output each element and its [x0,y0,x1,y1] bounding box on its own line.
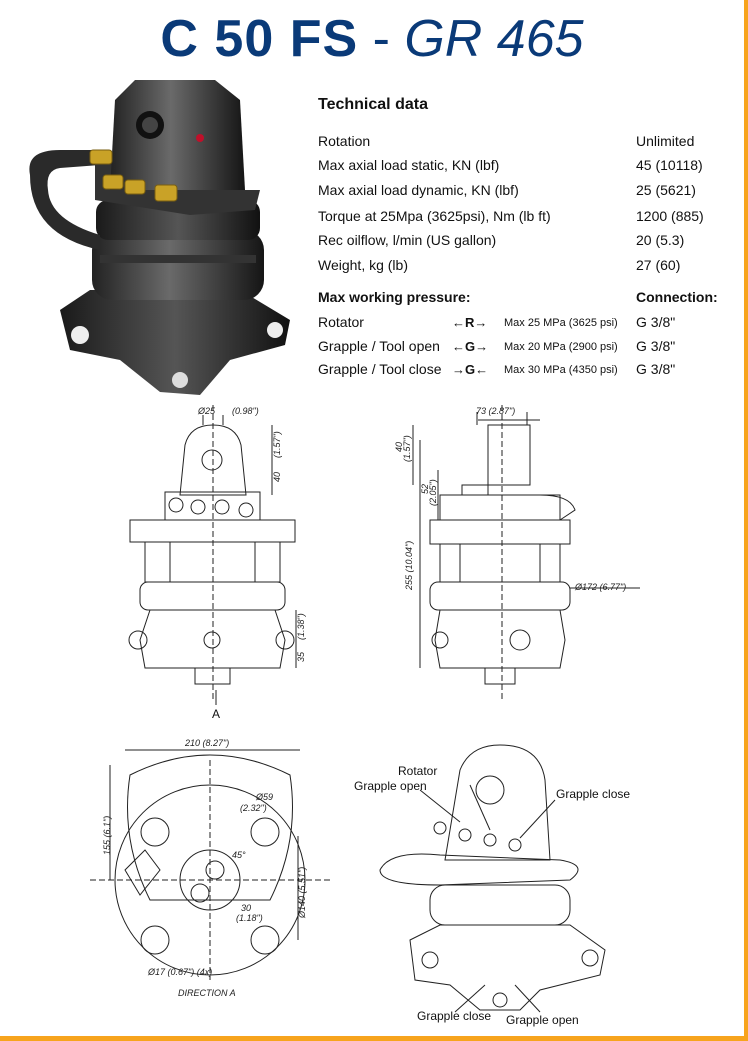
iso-label-grapple-open-bottom: Grapple open [506,1013,579,1027]
direction-a-caption: DIRECTION A [178,988,236,998]
model-variant: GR 465 [404,10,584,68]
connection-grapple-open: G 3/8" [636,338,676,354]
rotator-product-image [29,80,290,395]
dim-front-bore-in: (0.98") [232,406,259,416]
dim-bottom-59: Ø59 [255,792,273,802]
model-name: C 50 FS [160,10,359,68]
pressure-arrow-grapple-open: ←G→ [452,339,489,354]
front-view-drawing [128,405,297,705]
spec-value-torque: 1200 (885) [636,208,704,224]
spec-label-torque: Torque at 25Mpa (3625psi), Nm (lb ft) [318,208,551,224]
iso-label-grapple-open-top: Grapple open [354,779,427,793]
page-title: C 50 FS - GR 465 [0,8,744,70]
dim-bottom-angle: 45° [232,850,246,860]
isometric-view-drawing [379,744,606,1013]
dim-front-bore: Ø25 [197,406,216,416]
dim-side-40-in: (1.57") [402,435,412,462]
connection-rotator: G 3/8" [636,314,676,330]
dim-front-40: 40 [272,472,282,482]
dim-side-255: 255 (10.04") [404,541,414,591]
connection-heading: Connection: [636,289,718,305]
iso-label-grapple-close-bottom: Grapple close [417,1009,491,1023]
dim-side-52: 52 [420,484,430,494]
connection-grapple-close: G 3/8" [636,361,676,377]
dim-side-172: Ø172 (6.77") [574,582,626,592]
pressure-max-rotator: Max 25 MPa (3625 psi) [504,317,618,329]
dim-bottom-210: 210 (8.27") [184,738,229,748]
pressure-label-grapple-close: Grapple / Tool close [318,361,442,377]
dim-side-52-in: (2.05") [428,479,438,506]
dim-bottom-59-in: (2.32") [240,803,267,813]
pressure-label-rotator: Rotator [318,314,364,330]
pressure-label-grapple-open: Grapple / Tool open [318,338,440,354]
bottom-view-drawing [90,749,330,980]
spec-value-weight: 27 (60) [636,257,681,273]
iso-label-rotator: Rotator [398,764,437,778]
spec-label-rotation: Rotation [318,133,371,149]
pressure-arrow-rotator: ←R→ [452,315,488,330]
dim-bottom-17: Ø17 (0.67") (4x) [147,967,212,977]
title-separator: - [372,10,405,68]
dim-bottom-30: 30 [241,903,251,913]
spec-label-axial-dynamic: Max axial load dynamic, KN (lbf) [318,182,519,198]
spec-value-oilflow: 20 (5.3) [636,232,685,248]
dim-bottom-30-in: (1.18") [236,913,263,923]
dim-front-40-in: (1.57") [272,431,282,458]
dim-side-40: 40 [394,442,404,452]
dim-front-35-in: (1.38") [296,613,306,640]
dim-bottom-155: 155 (6.1") [102,816,112,855]
spec-label-axial-static: Max axial load static, KN (lbf) [318,157,500,173]
spec-value-axial-dynamic: 25 (5621) [636,182,696,198]
technical-data-heading: Technical data [318,96,428,113]
dim-bottom-140: Ø140 (5.51") [297,867,307,919]
iso-label-grapple-close-top: Grapple close [556,787,630,801]
spec-label-weight: Weight, kg (lb) [318,257,408,273]
pressure-max-grapple-close: Max 30 MPa (4350 psi) [504,364,618,376]
pressure-max-grapple-open: Max 20 MPa (2900 psi) [504,341,618,353]
pressure-heading: Max working pressure: [318,289,471,305]
spec-value-rotation: Unlimited [636,133,695,149]
dim-side-73: 73 (2.87") [476,406,515,416]
spec-value-axial-static: 45 (10118) [636,157,703,173]
side-view-drawing [412,405,640,700]
dim-front-35: 35 [296,651,306,662]
spec-label-oilflow: Rec oilflow, l/min (US gallon) [318,232,497,248]
pressure-arrow-grapple-close: →G← [452,362,489,377]
direction-marker-a: A [212,707,220,721]
